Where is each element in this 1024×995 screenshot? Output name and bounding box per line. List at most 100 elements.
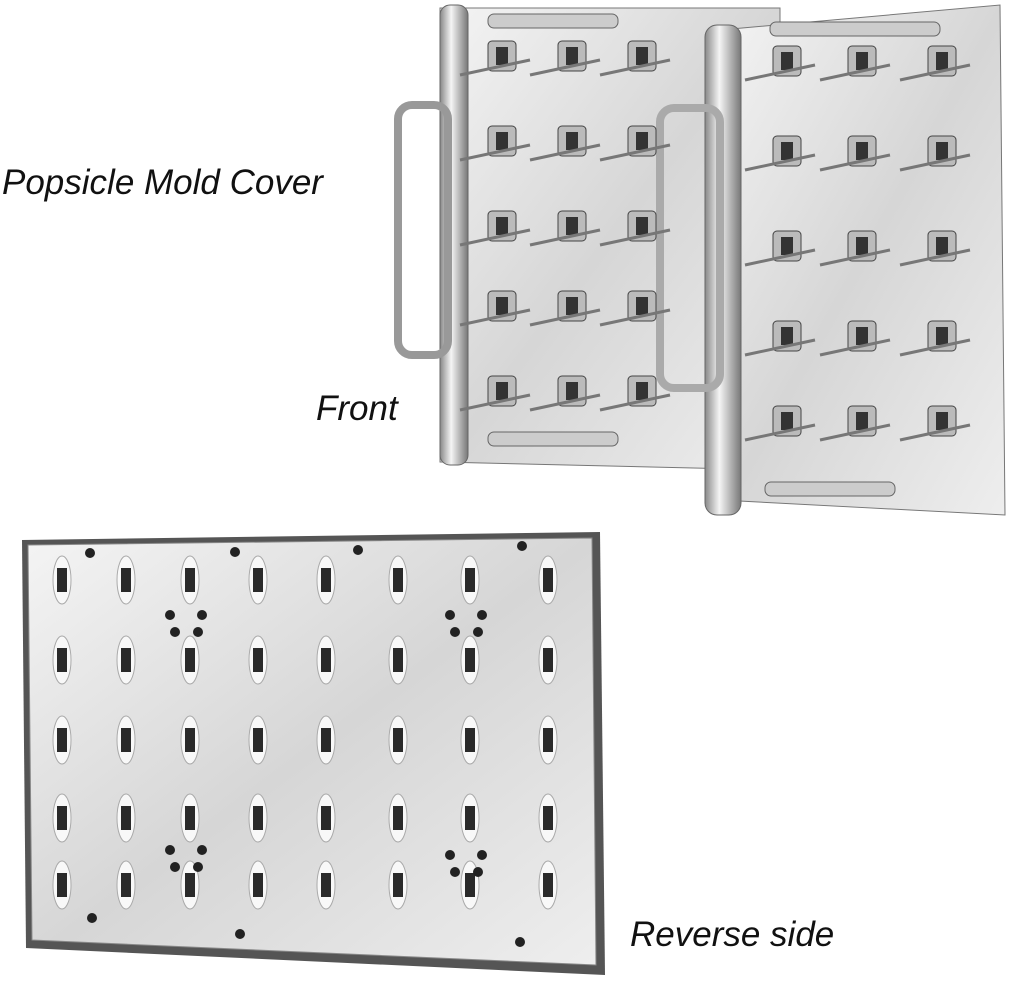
rivet-hole <box>353 545 363 555</box>
slot <box>185 806 195 830</box>
clip-slot <box>636 297 648 315</box>
spring-wire <box>599 308 671 327</box>
screw-hole <box>197 610 207 620</box>
screw-hole <box>170 862 180 872</box>
clip-slot <box>566 132 578 150</box>
clip-slot <box>496 297 508 315</box>
slot <box>57 728 67 752</box>
slot <box>465 873 475 897</box>
slot <box>253 806 263 830</box>
spring-wire <box>899 423 971 442</box>
clip-slot <box>496 382 508 400</box>
spring-wire <box>459 308 531 327</box>
clip-slot <box>496 217 508 235</box>
spring-wire <box>529 228 601 247</box>
slot <box>465 648 475 672</box>
slot <box>321 728 331 752</box>
screw-hole <box>450 627 460 637</box>
top-rail-left <box>487 13 619 29</box>
spring-wire <box>599 228 671 247</box>
rivet-hole <box>85 548 95 558</box>
clip-slot <box>566 217 578 235</box>
rivet-hole <box>517 541 527 551</box>
front-label: Front <box>316 389 398 428</box>
screw-hole <box>193 862 203 872</box>
slot <box>185 728 195 752</box>
clip-slot <box>856 412 868 430</box>
spring-wire <box>899 153 971 172</box>
clip-slot <box>781 142 793 160</box>
rivet-hole <box>515 937 525 947</box>
slot <box>321 806 331 830</box>
clip-slot <box>566 297 578 315</box>
screw-hole <box>477 850 487 860</box>
spring-wire <box>459 58 531 77</box>
screw-hole <box>197 845 207 855</box>
clip-slot <box>566 47 578 65</box>
clip-slot <box>936 142 948 160</box>
spring-wire <box>459 228 531 247</box>
slot <box>393 806 403 830</box>
slot <box>393 728 403 752</box>
slot <box>57 568 67 592</box>
slot <box>465 806 475 830</box>
slot <box>543 806 553 830</box>
spring-wire <box>744 423 816 442</box>
slot <box>465 728 475 752</box>
clip-slot <box>496 132 508 150</box>
slot <box>543 568 553 592</box>
slot <box>57 648 67 672</box>
clip-slot <box>636 382 648 400</box>
spring-wire <box>459 393 531 412</box>
clip-slot <box>496 47 508 65</box>
middle-handle <box>656 104 724 392</box>
spring-wire <box>529 58 601 77</box>
spring-wire <box>819 338 891 357</box>
slot <box>543 648 553 672</box>
slot <box>253 648 263 672</box>
popsicle-mold-cover-label: Popsicle Mold Cover <box>2 163 323 202</box>
clip-slot <box>781 52 793 70</box>
slot <box>321 873 331 897</box>
slot <box>393 873 403 897</box>
screw-hole <box>477 610 487 620</box>
clip-slot <box>936 327 948 345</box>
reverse-plate <box>22 532 605 975</box>
clip-slot <box>566 382 578 400</box>
slot <box>185 568 195 592</box>
bottom-rail-right <box>764 481 896 497</box>
screw-hole <box>445 610 455 620</box>
rivet-hole <box>230 547 240 557</box>
spring-wire <box>819 63 891 82</box>
reverse-side-label: Reverse side <box>630 915 835 954</box>
screw-hole <box>445 850 455 860</box>
slot <box>121 873 131 897</box>
spring-wire <box>744 63 816 82</box>
slot <box>465 568 475 592</box>
front-cover-assembly <box>394 4 1006 516</box>
spring-wire <box>819 423 891 442</box>
clip-slot <box>636 47 648 65</box>
spring-wire <box>529 393 601 412</box>
screw-hole <box>165 610 175 620</box>
slot <box>253 568 263 592</box>
spring-wire <box>744 153 816 172</box>
spring-wire <box>819 248 891 267</box>
slot <box>121 648 131 672</box>
clip-slot <box>856 142 868 160</box>
clip-slot <box>936 412 948 430</box>
bottom-rail-left <box>487 431 619 447</box>
slot <box>543 728 553 752</box>
spring-wire <box>599 58 671 77</box>
screw-hole <box>473 867 483 877</box>
spring-wire <box>819 153 891 172</box>
slot <box>57 873 67 897</box>
slot <box>543 873 553 897</box>
slot <box>321 648 331 672</box>
slot <box>121 568 131 592</box>
clip-slot <box>636 132 648 150</box>
clip-slot <box>856 327 868 345</box>
screw-hole <box>165 845 175 855</box>
screw-hole <box>473 627 483 637</box>
